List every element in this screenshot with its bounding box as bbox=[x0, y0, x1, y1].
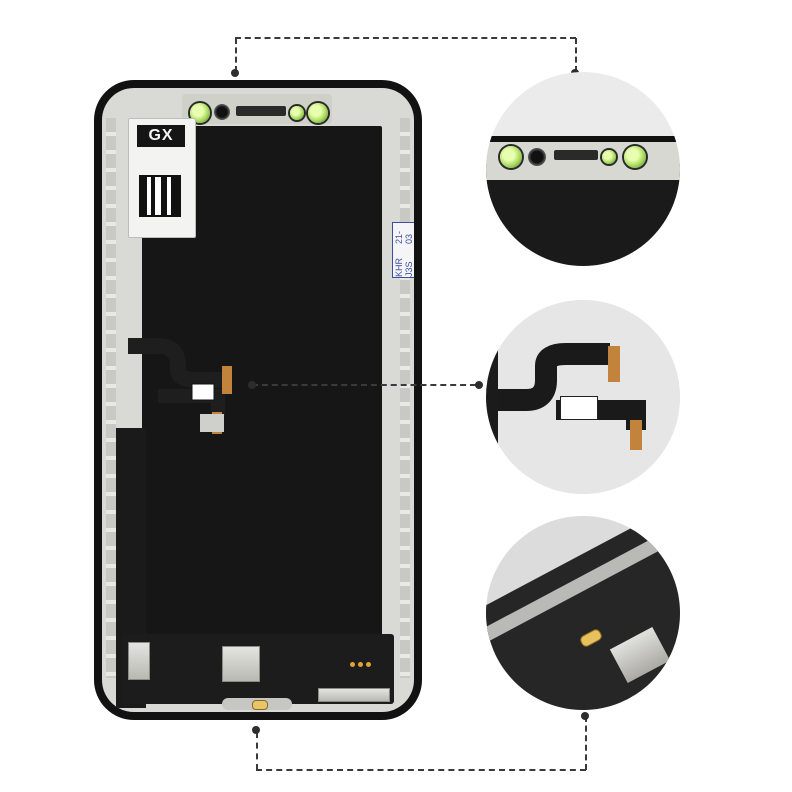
brand-sticker: GX bbox=[128, 118, 196, 238]
flex-connector bbox=[222, 366, 232, 394]
callout-dot bbox=[248, 381, 256, 389]
zoom-flex-cable bbox=[486, 300, 680, 494]
callout-line-bottom-right bbox=[585, 716, 587, 770]
zoom-top-sensors bbox=[486, 72, 680, 266]
top-sensor-strip bbox=[486, 136, 680, 180]
callout-line-bottom bbox=[256, 769, 586, 771]
flood-illuminator-icon bbox=[624, 146, 646, 168]
stamp-line-1: KHR J3S bbox=[394, 257, 414, 277]
frame-edge bbox=[486, 136, 680, 142]
metal-frame: GX KHR J3S 21-03 bbox=[102, 88, 414, 712]
frame-edge bbox=[486, 330, 498, 470]
frame-edge-left bbox=[106, 118, 116, 678]
contact-pad bbox=[358, 662, 363, 667]
zoom-bottom-connector bbox=[486, 516, 680, 710]
shield-chip bbox=[128, 642, 150, 680]
batch-stamp: KHR J3S 21-03 bbox=[392, 222, 414, 278]
earpiece-speaker bbox=[554, 150, 598, 160]
callout-dot bbox=[252, 726, 260, 734]
display-back-panel bbox=[486, 164, 680, 266]
bottom-bracket bbox=[318, 688, 390, 702]
callout-dot bbox=[475, 381, 483, 389]
ambient-light-sensor-icon bbox=[290, 106, 304, 120]
bottom-board bbox=[122, 634, 394, 704]
shield-chip bbox=[222, 646, 260, 682]
contact-pad bbox=[366, 662, 371, 667]
brand-label: GX bbox=[137, 125, 185, 147]
qr-code bbox=[191, 383, 215, 401]
flex-connector bbox=[608, 346, 620, 382]
qr-code bbox=[139, 175, 181, 217]
proximity-sensor-icon bbox=[500, 146, 522, 168]
callout-line-top bbox=[235, 37, 576, 39]
earpiece-speaker bbox=[236, 106, 286, 116]
frame-edge-right bbox=[400, 118, 410, 678]
top-sensor-strip bbox=[182, 94, 332, 124]
flood-illuminator-icon bbox=[308, 103, 328, 123]
phone-screen-assembly: GX KHR J3S 21-03 bbox=[94, 80, 422, 720]
ambient-light-sensor-icon bbox=[602, 150, 616, 164]
shield-plate bbox=[200, 414, 224, 432]
flex-connector bbox=[630, 420, 642, 450]
callout-dot bbox=[231, 69, 239, 77]
callout-line-top-left bbox=[235, 38, 237, 72]
qr-code bbox=[560, 396, 598, 420]
callout-line-middle bbox=[252, 384, 476, 386]
front-camera-icon bbox=[528, 148, 546, 166]
gold-connector bbox=[252, 700, 268, 710]
contact-pad bbox=[350, 662, 355, 667]
callout-dot bbox=[581, 712, 589, 720]
callout-line-bottom-left bbox=[256, 732, 258, 770]
callout-line-top-right bbox=[575, 38, 577, 72]
flex-cable bbox=[128, 338, 232, 434]
stamp-line-2: 21-03 bbox=[394, 230, 414, 244]
front-camera-icon bbox=[214, 104, 230, 120]
